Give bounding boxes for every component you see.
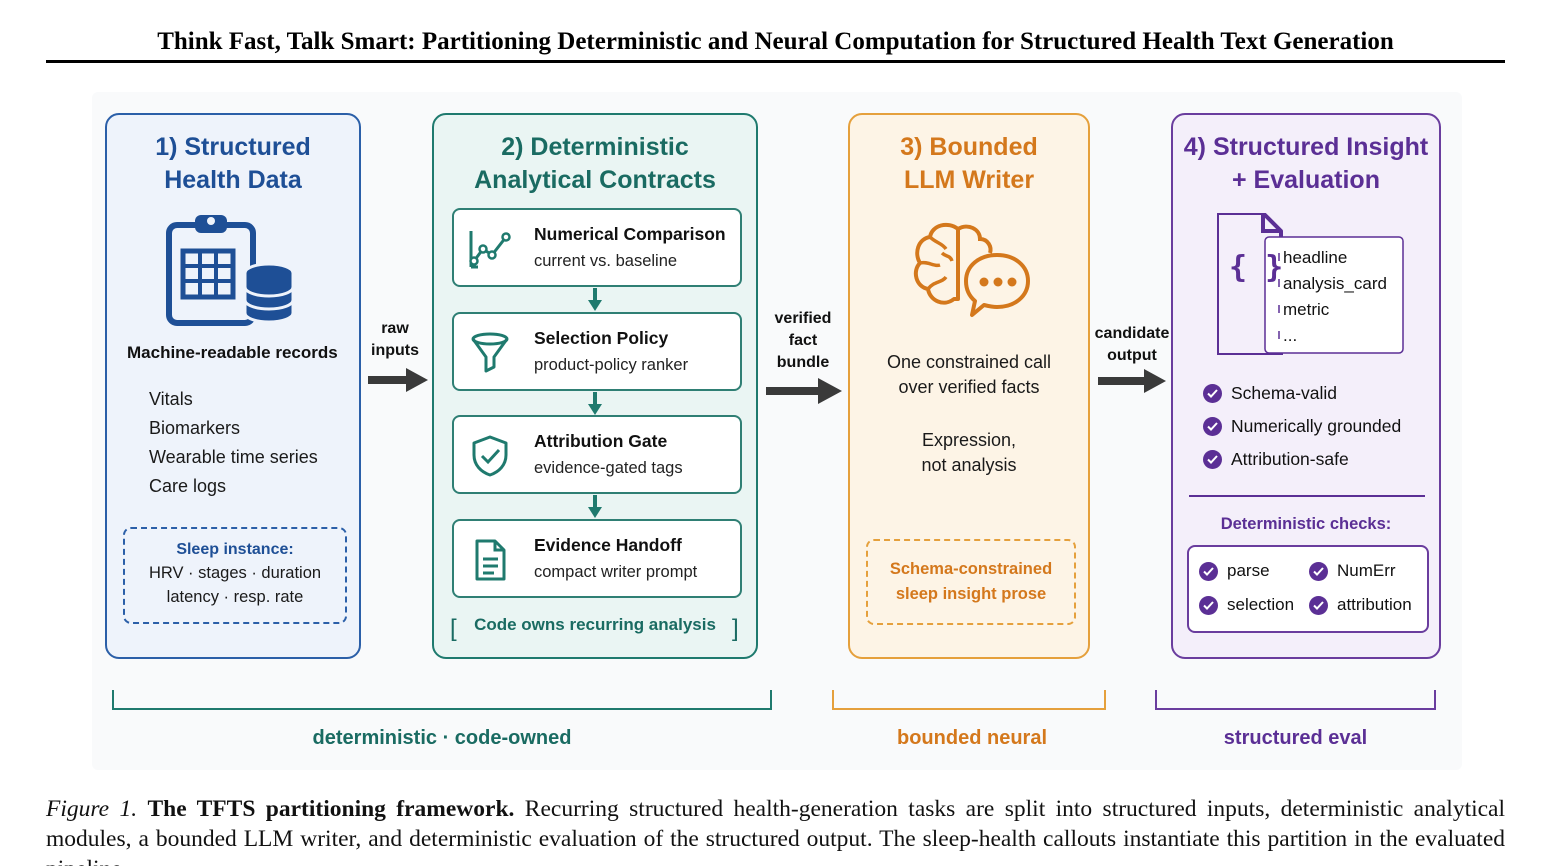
panel-deterministic-contracts: 2) Deterministic Analytical Contracts Nu… [432,113,758,659]
records-title: Machine-readable records [127,343,338,362]
funnel-icon [471,332,509,373]
panel2-title: 2) Deterministic Analytical Contracts [474,133,716,194]
paper-title: Think Fast, Talk Smart: Partitioning Det… [157,28,1394,55]
sleep-instance-callout: Sleep instance: HRV · stages · duration … [123,527,347,624]
arrow-down-icon [588,495,602,518]
check-circle-icon [1199,595,1218,615]
schema-fields: headline analysis_card metric ... [1283,245,1387,349]
group-brace-eval [1155,690,1436,710]
list-item: headline [1283,248,1348,267]
det-check-item: attribution [1309,595,1412,615]
det-check-item: NumErr [1309,561,1396,581]
check-circle-icon [1199,561,1218,581]
group-label-neural: bounded neural [897,727,1047,749]
group-brace-deterministic [112,690,772,710]
bracket-right: ] [732,615,739,642]
check-circle-icon [1203,417,1222,436]
group-label-eval: structured eval [1223,727,1368,749]
document-icon [475,539,506,581]
det-check-item: selection [1199,595,1294,615]
arrow-down-icon [588,392,602,415]
list-item: Biomarkers [149,418,241,438]
arrow-down-icon [588,288,602,311]
panel3-title: 3) Bounded LLM Writer [900,133,1038,194]
line-chart-icon [469,231,511,269]
panel4-title: 4) Structured Insight + Evaluation [1183,133,1429,194]
caption-name: The TFTS partitioning framework. [147,796,515,822]
code-owns-label: Code owns recurring analysis [474,615,716,634]
arrow-right-icon [1098,369,1166,393]
module-numerical-comparison: Numerical Comparison current vs. baselin… [452,208,742,287]
bracket-left: [ [450,615,457,642]
writer-description: One constrained call over verified facts [886,352,1052,397]
det-check-item: parse [1199,561,1270,581]
list-item: analysis_card [1283,274,1387,293]
check-circle-icon [1203,450,1222,469]
figure-caption: Figure 1. The TFTS partitioning framewor… [46,794,1505,866]
arrow-label-raw-inputs: raw inputs [371,320,419,359]
caption-label: Figure 1. [46,796,138,822]
panel-structured-health-data: 1) Structured Health Data Machine-readab… [105,113,361,659]
section-divider [1189,495,1425,497]
panel-structured-insight-evaluation: 4) Structured Insight + Evaluation { } h… [1171,113,1441,659]
arrow-right-icon [766,378,842,404]
check-circle-icon [1309,595,1328,615]
shield-check-icon [472,435,508,477]
quality-checks: Schema-valid Numerically grounded Attrib… [1203,377,1401,476]
brain-chat-icon [913,222,1030,317]
json-document-icon: { } [1217,213,1404,355]
title-rule [46,60,1505,63]
panel-bounded-llm-writer: 3) Bounded LLM Writer One constrained ca… [848,113,1090,659]
arrow-label-verified-fact-bundle: verified fact bundle [774,310,832,371]
list-item: metric [1283,300,1330,319]
group-label-deterministic: deterministic · code-owned [312,727,572,749]
schema-constrained-callout: Schema-constrained sleep insight prose [866,539,1076,625]
module-evidence-handoff: Evidence Handoff compact writer prompt [452,519,742,598]
module-selection-policy: Selection Policy product-policy ranker [452,312,742,391]
check-circle-icon [1203,384,1222,403]
writer-note: Expression, not analysis [921,430,1017,475]
check-circle-icon [1309,561,1328,581]
list-item: Care logs [149,476,227,496]
panel1-title: 1) Structured Health Data [155,133,311,194]
records-list: Vitals Biomarkers Wearable time series C… [149,385,318,501]
arrow-right-icon [368,368,428,392]
caption-text: Recurring structured health-generation t… [46,796,1506,866]
list-item: Schema-valid [1203,377,1401,410]
list-item: Wearable time series [149,447,318,467]
group-brace-neural [832,690,1106,710]
deterministic-checks-title: Deterministic checks: [1220,515,1392,533]
deterministic-checks-box: parse NumErr selection attribution [1187,545,1429,633]
svg-text:{ }: { } [1229,250,1283,285]
list-item: Vitals [149,389,193,409]
module-attribution-gate: Attribution Gate evidence-gated tags [452,415,742,494]
list-item: Attribution-safe [1203,443,1401,476]
arrow-label-candidate-output: candidate output [1094,325,1170,364]
clipboard-database-icon [166,215,295,326]
list-item: Numerically grounded [1203,410,1401,443]
list-item: ... [1283,326,1298,345]
